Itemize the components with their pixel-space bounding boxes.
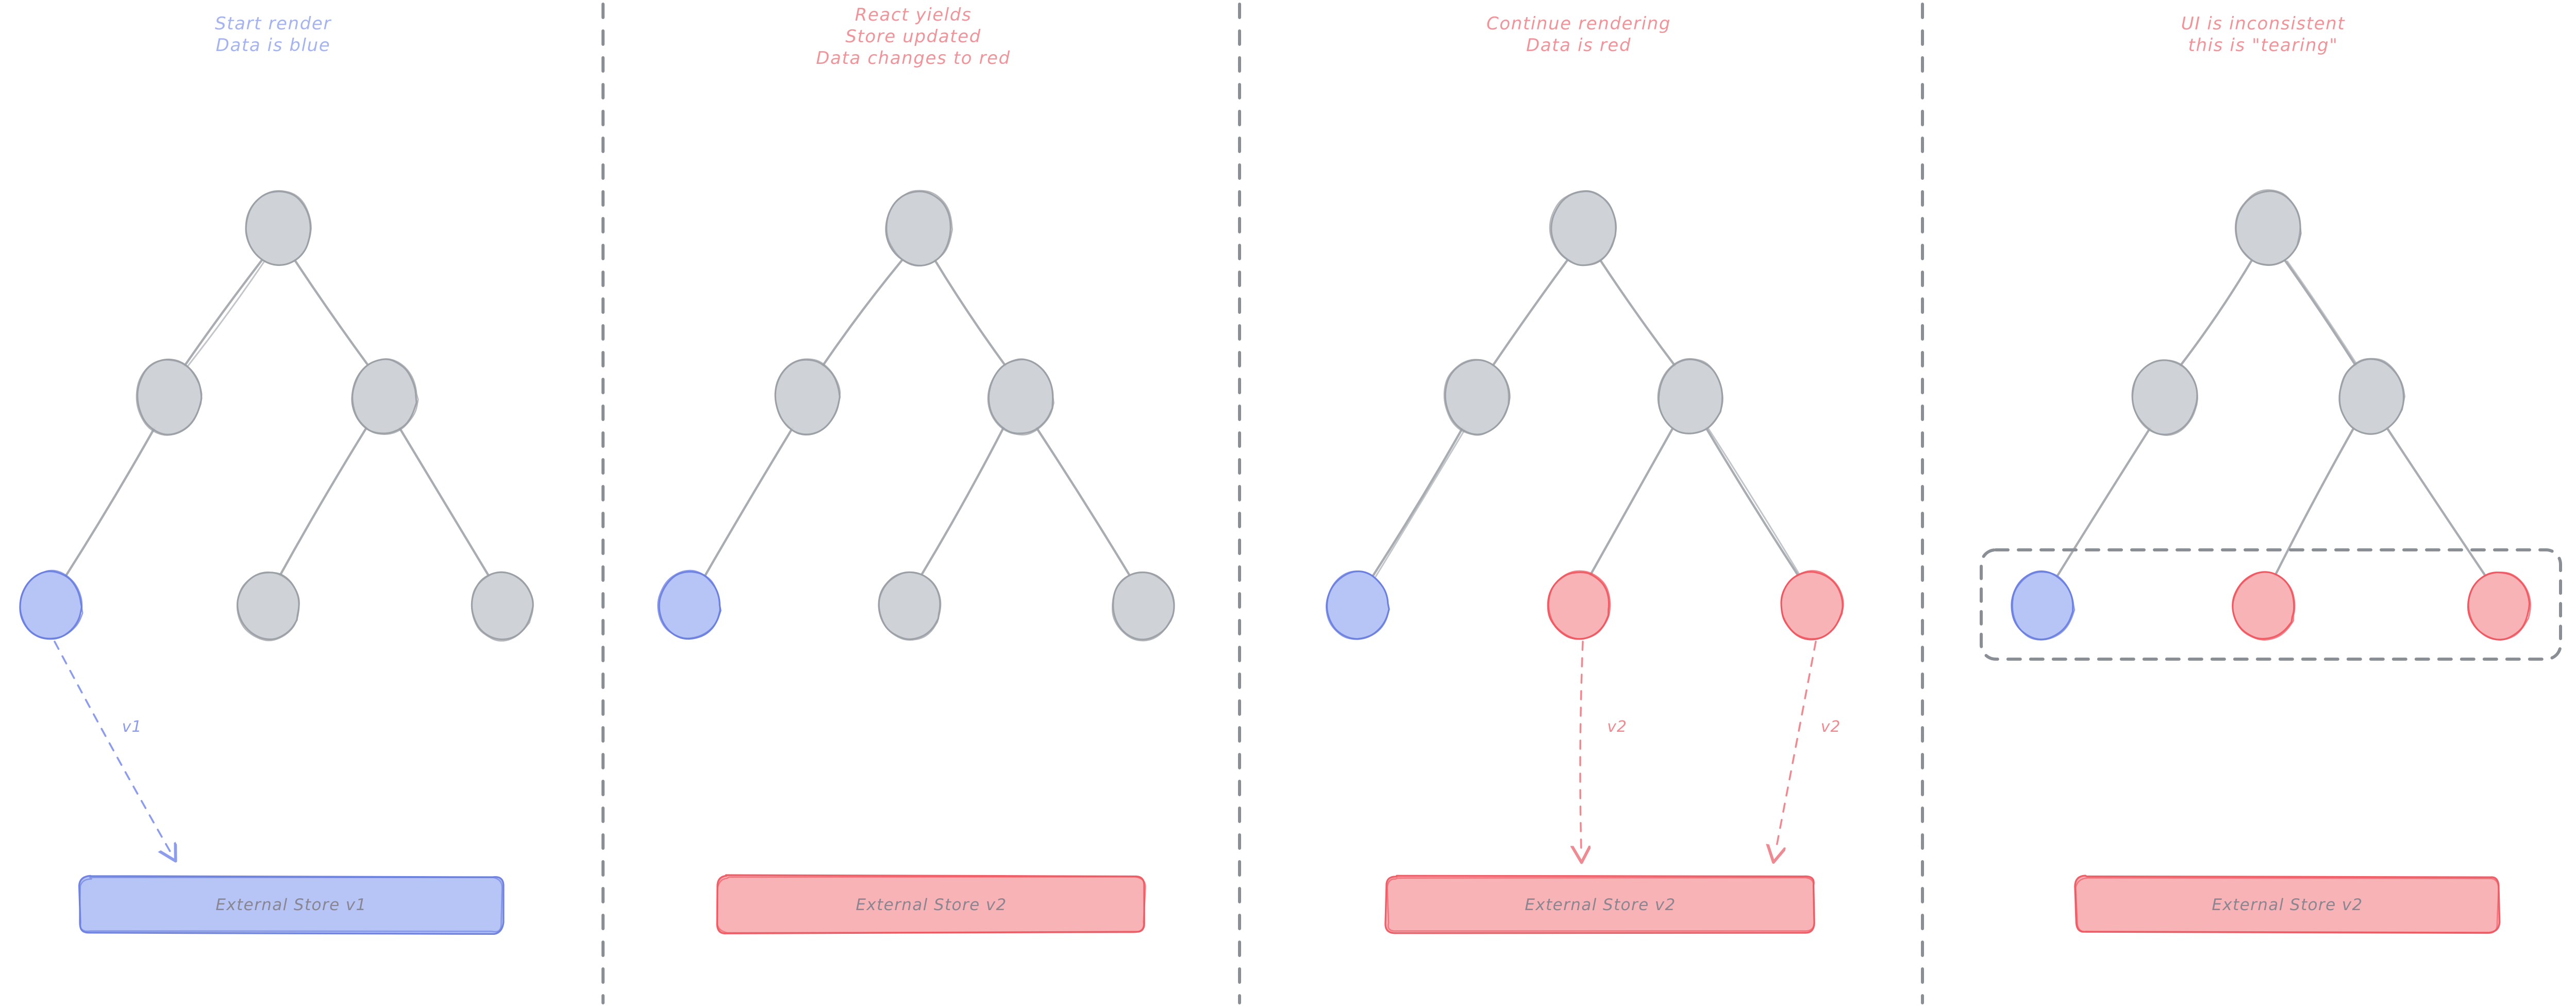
tree-node-leaf-1 [2011, 570, 2076, 641]
tree-node-leaf-2 [2232, 571, 2296, 641]
panel-title-line: Continue rendering [1486, 13, 1671, 34]
tree-edge [278, 426, 368, 577]
tree-edge [1371, 426, 1466, 578]
tree-edge [1035, 426, 1131, 577]
panel-title-line: React yields [855, 5, 972, 25]
external-store-box[interactable]: External Store v2 [2074, 875, 2501, 934]
tree-node-mid-left [1443, 359, 1511, 436]
arrow-version-label: v1 [122, 718, 142, 736]
tree-node-root [1549, 190, 1617, 266]
tree-edge [933, 259, 1007, 367]
arrow-version-label: v2 [1821, 718, 1841, 736]
tree-node-mid-right [987, 358, 1055, 435]
tree-edge [1599, 259, 1677, 367]
tree-edge [183, 259, 265, 368]
panel-title-line: Data changes to red [816, 48, 1010, 69]
store-write-arrow: v1 [54, 641, 170, 851]
store-write-arrow: v2 [1580, 641, 1627, 851]
external-store-label: External Store v2 [2212, 896, 2363, 914]
tree-node-root [245, 190, 312, 266]
tree-node-root [885, 190, 953, 267]
tree-node-mid-left [2131, 359, 2198, 436]
tree-node-leaf-3 [1111, 571, 1175, 642]
tree-edge [2273, 426, 2355, 577]
external-store-label: External Store v2 [1525, 896, 1676, 914]
tree-node-mid-left [774, 358, 841, 436]
tree-edge [704, 426, 794, 577]
tree-node-mid-right [2338, 358, 2405, 435]
tree-node-leaf-3 [1780, 570, 1844, 641]
external-store-box[interactable]: External Store v2 [716, 874, 1146, 934]
tree-node-leaf-3 [2467, 572, 2531, 641]
tree-node-leaf-1 [1325, 570, 1390, 640]
tree-node-leaf-3 [471, 571, 534, 642]
tree-node-leaf-2 [236, 571, 300, 642]
panel-title-line: Start render [215, 13, 331, 34]
tree-node-root [2234, 189, 2302, 266]
tree-edge [2056, 426, 2152, 577]
tree-edge [1588, 426, 1675, 577]
tree-node-leaf-1 [657, 569, 722, 640]
tree-edge [293, 259, 370, 367]
tree-node-mid-right [351, 358, 419, 435]
tree-edge [821, 259, 904, 367]
external-store-box[interactable]: External Store v2 [1384, 875, 1815, 934]
tree-edge [1491, 259, 1569, 367]
tree-edge [1704, 426, 1802, 578]
tree-edge [919, 426, 1005, 577]
store-write-arrow: v2 [1776, 641, 1841, 851]
panel-title-line: Data is red [1526, 35, 1631, 56]
tree-node-mid-right [1657, 358, 1724, 434]
panel-title-line: UI is inconsistent [2181, 13, 2346, 34]
tree-node-leaf-1 [19, 569, 83, 640]
external-store-label: External Store v2 [856, 896, 1007, 914]
panel-title-line: this is "tearing" [2188, 35, 2338, 56]
arrow-version-label: v2 [1607, 718, 1627, 736]
tree-node-mid-left [136, 358, 203, 436]
tree-edge [2283, 259, 2360, 368]
tree-node-leaf-2 [1547, 570, 1611, 640]
tree-edge [398, 426, 490, 577]
panel-title-line: Data is blue [216, 35, 331, 56]
external-store-box[interactable]: External Store v1 [78, 875, 505, 935]
panel-title-line: Store updated [845, 26, 981, 47]
tree-edge [2385, 426, 2487, 577]
tree-edge [2179, 259, 2253, 367]
tree-node-leaf-2 [878, 571, 942, 641]
external-store-label: External Store v1 [215, 896, 366, 914]
tree-edge [64, 426, 156, 577]
tearing-highlight-box [1980, 548, 2562, 661]
